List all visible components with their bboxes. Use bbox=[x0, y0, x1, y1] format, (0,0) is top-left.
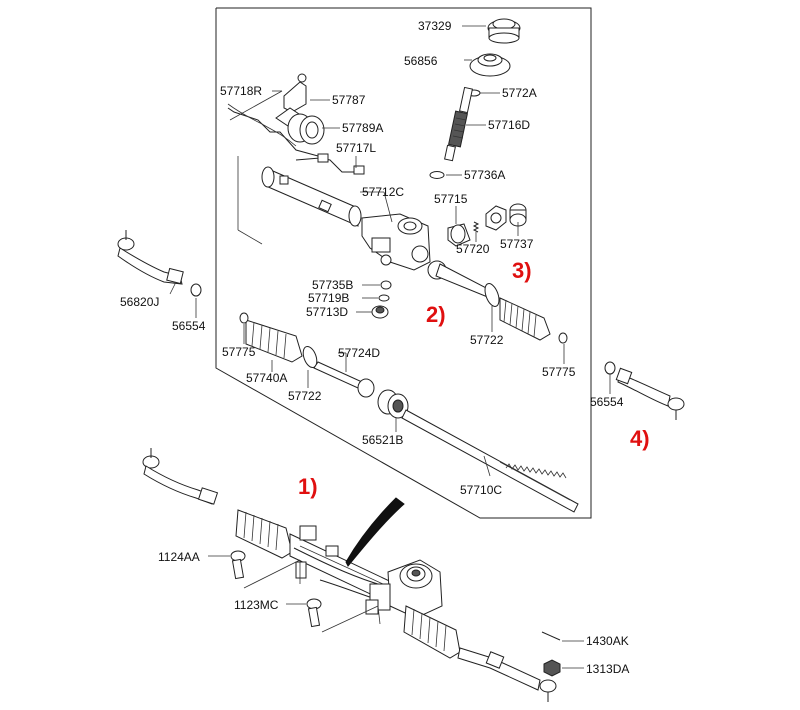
part-57718R-pipe bbox=[227, 107, 319, 157]
label-57713D: 57713D bbox=[306, 305, 348, 319]
part-57712C-gear-housing bbox=[361, 213, 431, 271]
exploded-view-frame bbox=[215, 7, 592, 519]
part-57710C-rack-bar bbox=[401, 409, 579, 513]
part-56820J-outer-tie-rod-left bbox=[117, 230, 184, 285]
part-outer-tie-rod-right bbox=[615, 367, 685, 420]
part-57716D-pinion-shaft bbox=[444, 86, 474, 162]
part-57775-clip-left bbox=[239, 312, 249, 324]
part-57735B-nut bbox=[380, 280, 392, 290]
rack-housing-exploded bbox=[261, 166, 362, 227]
part-57722-band-left bbox=[302, 345, 318, 369]
label-57710C: 57710C bbox=[460, 483, 502, 497]
label-57719B: 57719B bbox=[308, 291, 349, 305]
label-37329: 37329 bbox=[418, 19, 452, 33]
label-1313DA: 1313DA bbox=[586, 662, 629, 676]
label-57737: 57737 bbox=[500, 237, 534, 251]
part-1430AK-cotter-pin bbox=[541, 631, 561, 641]
label-57717L: 57717L bbox=[336, 141, 376, 155]
label-57722-left: 57722 bbox=[288, 389, 322, 403]
part-inner-tie-rod-upper bbox=[427, 260, 495, 299]
label-56856: 56856 bbox=[404, 54, 438, 68]
part-57719B-washer bbox=[378, 294, 390, 302]
label-57724D: 57724D bbox=[338, 346, 380, 360]
part-boot-right bbox=[499, 297, 551, 341]
label-57789A: 57789A bbox=[342, 121, 383, 135]
exploded-view-arrow bbox=[345, 497, 405, 567]
part-1123MC-bolt bbox=[306, 598, 322, 628]
assembled-steering-gear bbox=[142, 448, 557, 702]
label-5772A: 5772A bbox=[502, 86, 537, 100]
label-57718R: 57718R bbox=[220, 84, 262, 98]
part-57713D-seal bbox=[371, 305, 389, 319]
label-57787: 57787 bbox=[332, 93, 366, 107]
label-57716D: 57716D bbox=[488, 118, 530, 132]
part-1313DA-castle-nut bbox=[543, 659, 561, 677]
label-57722-right: 57722 bbox=[470, 333, 504, 347]
callout-1: 1) bbox=[298, 474, 318, 499]
label-1430AK: 1430AK bbox=[586, 634, 629, 648]
callout-2: 2) bbox=[426, 302, 446, 327]
label-57720: 57720 bbox=[456, 242, 490, 256]
label-57715: 57715 bbox=[434, 192, 468, 206]
part-57736A-ring bbox=[429, 171, 445, 179]
part-56521B-rack-bushing bbox=[377, 389, 409, 419]
label-57775-right: 57775 bbox=[542, 365, 576, 379]
label-56554-left: 56554 bbox=[172, 319, 206, 333]
label-57735B: 57735B bbox=[312, 278, 353, 292]
label-1124AA: 1124AA bbox=[158, 550, 200, 564]
callout-3: 3) bbox=[512, 258, 532, 283]
part-37329-seal-cap bbox=[487, 18, 521, 44]
part-56554-nut-right bbox=[604, 361, 616, 375]
part-1124AA-bolt bbox=[230, 550, 246, 580]
label-56820J: 56820J bbox=[120, 295, 159, 309]
callout-4: 4) bbox=[630, 426, 650, 451]
part-57715-yoke bbox=[447, 223, 471, 247]
part-56554-nut-left bbox=[190, 283, 202, 297]
label-1123MC: 1123MC bbox=[234, 598, 279, 612]
leader-lines bbox=[169, 25, 611, 669]
label-57736A: 57736A bbox=[464, 168, 505, 182]
label-57740A: 57740A bbox=[246, 371, 287, 385]
label-57712C: 57712C bbox=[362, 185, 404, 199]
label-56554-right: 56554 bbox=[590, 395, 624, 409]
part-57724D-inner-tie-rod bbox=[313, 361, 375, 398]
label-56521B: 56521B bbox=[362, 433, 403, 447]
part-57789A-bushing bbox=[287, 113, 325, 145]
part-57775-clip-right bbox=[558, 332, 568, 344]
label-57775-left: 57775 bbox=[222, 345, 256, 359]
part-yoke-plug bbox=[509, 203, 527, 227]
part-57722-band-right bbox=[484, 283, 500, 307]
part-57720-spring bbox=[472, 221, 480, 233]
part-57740A-boot-left bbox=[245, 319, 303, 363]
part-57787-clamp bbox=[275, 73, 307, 127]
part-56856-cover bbox=[469, 53, 511, 77]
